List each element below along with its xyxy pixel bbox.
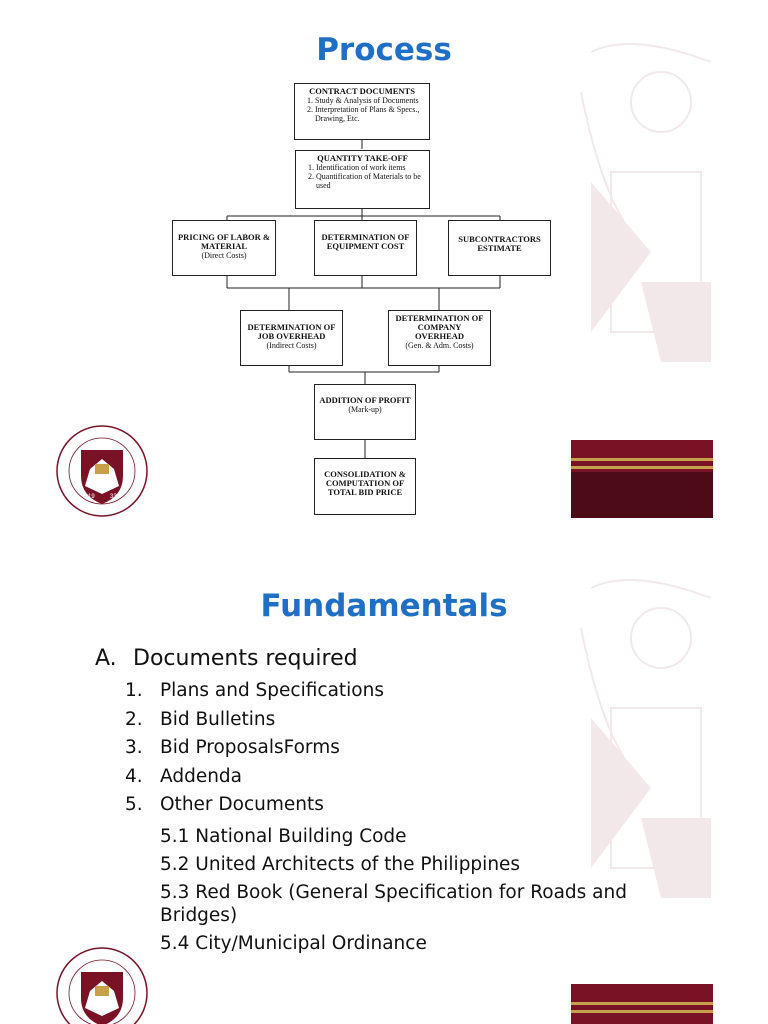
list-number: 3. <box>125 737 143 758</box>
flow-sub: (Mark-up) <box>348 405 382 414</box>
list-text: Bid Bulletins <box>160 708 276 730</box>
flow-company-overhead: DETERMINATION OF COMPANY OVERHEAD (Gen. … <box>388 310 491 366</box>
flowchart-connectors <box>226 139 501 458</box>
flow-heading: PRICING OF LABOR & MATERIAL <box>177 232 270 251</box>
slide-process: Process CONTRACT DOCUMENTS Study & Analy… <box>55 32 713 518</box>
list-item: 4. Addenda <box>95 763 655 792</box>
list-number: 5. <box>125 794 143 815</box>
sub-list-item: 5.3 Red Book (General Specification for … <box>160 881 627 926</box>
footer-stripe <box>571 1002 713 1005</box>
list-item: 5. Other Documents <box>95 791 655 820</box>
flow-heading: SUBCONTRACTORS ESTIMATE <box>458 234 541 253</box>
university-seal-icon <box>56 947 148 1024</box>
flow-quantity-take-off: QUANTITY TAKE-OFF Identification of work… <box>295 150 430 209</box>
section-heading: A. Documents required <box>95 646 655 671</box>
sub-list-item: 5.2 United Architects of the Philippines <box>160 853 521 875</box>
footer-stripe <box>571 466 713 469</box>
slide-fundamentals: Fundamentals A. Documents required 1. Plan… <box>55 568 713 1024</box>
flow-addition-of-profit: ADDITION OF PROFIT (Mark-up) <box>314 384 416 440</box>
list-text: Plans and Specifications <box>160 680 384 701</box>
flow-item: Interpretation of Plans & Specs., Drawin… <box>315 105 425 123</box>
slide-title: Fundamentals <box>260 588 508 624</box>
flow-job-overhead: DETERMINATION OF JOB OVERHEAD (Indirect … <box>240 310 343 366</box>
footer-bar <box>571 984 713 1024</box>
section-label: A. <box>95 646 117 671</box>
flow-heading: DETERMINATION OF JOB OVERHEAD <box>247 322 336 341</box>
list-item: 1. Plans and Specifications <box>95 677 655 706</box>
flow-subcontractors-estimate: SUBCONTRACTORS ESTIMATE <box>448 220 551 276</box>
flow-heading: CONTRACT DOCUMENTS <box>309 86 415 96</box>
flow-sub: (Gen. & Adm. Costs) <box>405 341 474 350</box>
angel-watermark-icon <box>580 43 712 362</box>
flow-item: Study & Analysis of Documents <box>315 96 425 105</box>
list-text: Other Documents <box>160 794 324 815</box>
footer-stripe <box>571 1010 713 1013</box>
flow-contract-documents: CONTRACT DOCUMENTS Study & Analysis of D… <box>294 83 430 140</box>
footer-stripe <box>571 458 713 461</box>
flow-equipment-cost: DETERMINATION OF EQUIPMENT COST <box>314 220 417 276</box>
flow-item: Identification of work items <box>316 163 425 172</box>
list-item: 2. Bid Bulletins <box>95 706 655 735</box>
flow-sub: (Indirect Costs) <box>266 341 317 350</box>
flow-heading: ADDITION OF PROFIT <box>319 395 411 405</box>
list-number: 4. <box>125 765 143 787</box>
flow-heading: QUANTITY TAKE-OFF <box>317 153 408 163</box>
sub-list-item: 5.1 National Building Code <box>160 825 407 847</box>
flow-heading: DETERMINATION OF COMPANY OVERHEAD <box>395 313 484 341</box>
flow-item: Quantification of Materials to be used <box>316 172 425 190</box>
list-item: 3. Bid ProposalsForms <box>95 734 655 763</box>
flow-pricing-labor-material: PRICING OF LABOR & MATERIAL (Direct Cost… <box>172 220 276 276</box>
list-number: 1. <box>125 680 143 701</box>
footer-dark-band <box>571 472 713 518</box>
documents-list: A. Documents required 1. Plans and Specifi… <box>95 646 655 955</box>
section-title: Documents required <box>133 646 358 671</box>
list-text: Addenda <box>160 765 243 787</box>
flow-heading: CONSOLIDATION & COMPUTATION OF TOTAL BID… <box>324 469 406 497</box>
university-seal-icon: 19 33 <box>56 425 148 517</box>
seal-year-right: 33 <box>110 494 117 500</box>
flow-consolidation: CONSOLIDATION & COMPUTATION OF TOTAL BID… <box>314 458 416 515</box>
flow-heading: DETERMINATION OF EQUIPMENT COST <box>321 232 410 251</box>
footer-bar <box>571 440 713 518</box>
sub-list-item: 5.4 City/Municipal Ordinance <box>160 932 427 954</box>
list-text: Bid ProposalsForms <box>160 737 340 758</box>
angel-watermark-icon <box>580 579 712 898</box>
list-number: 2. <box>125 708 143 730</box>
seal-year-left: 19 <box>88 494 95 500</box>
flow-sub: (Direct Costs) <box>201 251 247 260</box>
slide-title: Process <box>316 32 452 68</box>
